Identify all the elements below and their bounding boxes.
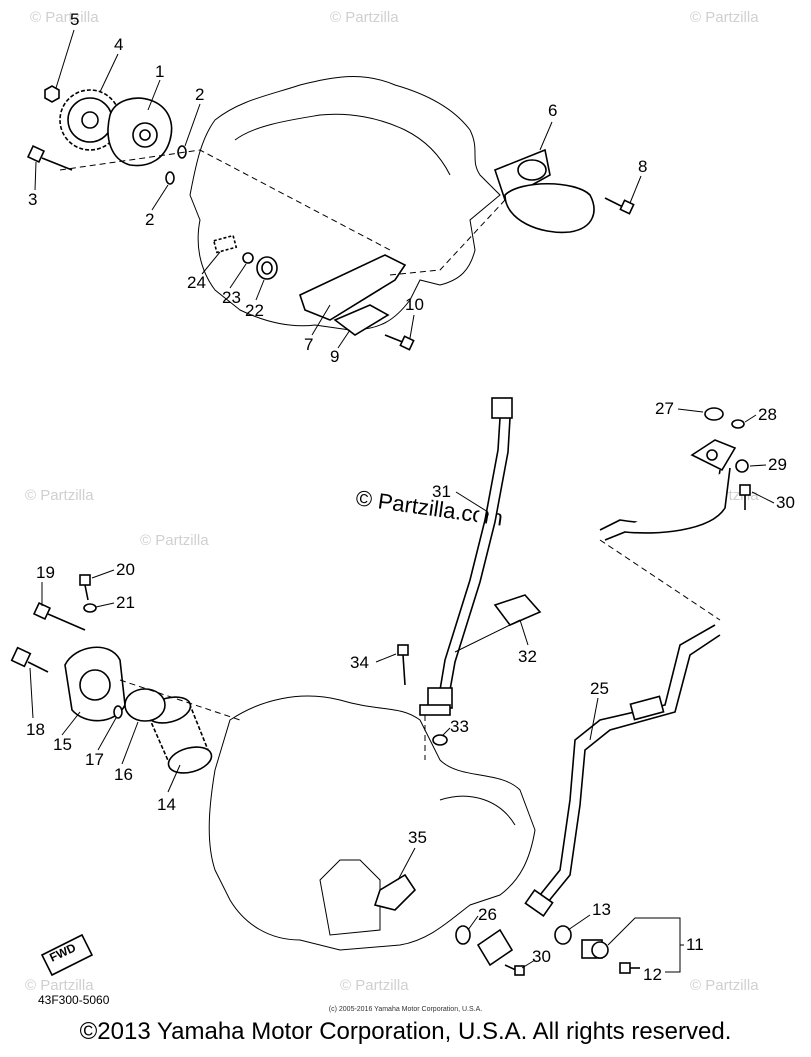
guide-line bbox=[599, 539, 721, 621]
callout-label: 34 bbox=[350, 653, 369, 672]
callout-label: 3 bbox=[28, 190, 37, 209]
bolt bbox=[619, 962, 640, 974]
callouts: 1 2 2 3 4 5 6 7 8 9 10 11 12 13 14 15 16… bbox=[26, 10, 795, 984]
oil-strainer bbox=[494, 148, 595, 234]
callout-label: 2 bbox=[195, 85, 204, 104]
o-ring bbox=[177, 145, 187, 159]
callout-label: 11 bbox=[686, 935, 704, 954]
o-ring bbox=[432, 734, 448, 746]
gasket bbox=[493, 594, 542, 626]
callout-label: 19 bbox=[36, 563, 55, 582]
oil-pipe bbox=[524, 624, 721, 917]
bolt bbox=[739, 484, 751, 510]
callout-label: 12 bbox=[643, 965, 662, 984]
callout-label: 22 bbox=[245, 301, 264, 320]
watermark: © Partzilla bbox=[690, 9, 759, 26]
callout-label: 31 bbox=[432, 482, 451, 501]
watermark: © Partzilla bbox=[25, 977, 94, 994]
pipe-flange bbox=[599, 439, 737, 541]
o-ring bbox=[113, 705, 123, 719]
union-bolt bbox=[581, 939, 609, 959]
fwd-badge: FWD bbox=[40, 933, 94, 977]
bolt bbox=[32, 601, 86, 631]
guide-line bbox=[389, 199, 506, 276]
callout-label: 7 bbox=[304, 335, 313, 354]
pipe-flange bbox=[476, 928, 514, 967]
bolt bbox=[26, 144, 73, 171]
bolt bbox=[79, 574, 91, 601]
callout-label: 6 bbox=[548, 101, 557, 120]
callout-label: 5 bbox=[70, 10, 79, 29]
plate bbox=[299, 254, 407, 321]
callout-label: 2 bbox=[145, 210, 154, 229]
crankcase-rib bbox=[439, 795, 516, 826]
callout-label: 1 bbox=[155, 62, 164, 81]
engine-case-top bbox=[189, 76, 501, 331]
bolt bbox=[397, 644, 409, 686]
callout-label: 15 bbox=[53, 735, 72, 754]
watermarks: © Partzilla © Partzilla © Partzilla © Pa… bbox=[25, 9, 759, 994]
copyright-notice: ©2013 Yamaha Motor Corporation, U.S.A. A… bbox=[79, 1018, 732, 1045]
o-ring bbox=[731, 419, 745, 429]
o-ring bbox=[165, 171, 175, 185]
oil-pump-gear bbox=[59, 89, 121, 151]
callout-label: 33 bbox=[450, 717, 469, 736]
part-code: 43F300-5060 bbox=[38, 993, 110, 1007]
watermark: © Partzilla bbox=[140, 532, 209, 549]
callout-label: 35 bbox=[408, 828, 427, 847]
guide-line bbox=[59, 149, 391, 251]
guide-line bbox=[119, 679, 241, 721]
callout-label: 26 bbox=[478, 905, 497, 924]
bolt bbox=[384, 334, 415, 351]
crankcase bbox=[208, 695, 536, 951]
o-ring bbox=[704, 407, 724, 421]
washer bbox=[735, 459, 749, 473]
callout-label: 9 bbox=[330, 347, 339, 366]
watermark: © Partzilla bbox=[340, 977, 409, 994]
callout-label: 32 bbox=[518, 647, 537, 666]
oil-filter-cover bbox=[64, 646, 126, 722]
callout-label: 30 bbox=[776, 493, 795, 512]
washer bbox=[83, 603, 97, 613]
plug bbox=[256, 256, 278, 280]
callout-label: 20 bbox=[116, 560, 135, 579]
callout-label: 4 bbox=[114, 35, 123, 54]
watermark: © Partzilla bbox=[330, 9, 399, 26]
callout-label: 13 bbox=[592, 900, 611, 919]
gasket bbox=[455, 925, 471, 945]
spring bbox=[212, 234, 238, 254]
callout-label: 21 bbox=[116, 593, 135, 612]
callout-label: 30 bbox=[532, 947, 551, 966]
bolt bbox=[504, 964, 525, 976]
small-copyright: (c) 2005-2016 Yamaha Motor Corporation, … bbox=[328, 1006, 483, 1013]
callout-label: 10 bbox=[405, 295, 424, 314]
bolt bbox=[604, 197, 635, 215]
watermark: © Partzilla bbox=[25, 487, 94, 504]
callout-label: 27 bbox=[655, 399, 674, 418]
callout-label: 29 bbox=[768, 455, 787, 474]
bolt bbox=[10, 646, 49, 673]
nut bbox=[44, 85, 60, 103]
ball bbox=[242, 252, 254, 264]
callout-label: 24 bbox=[187, 273, 206, 292]
callout-label: 28 bbox=[758, 405, 777, 424]
oil-pump-body bbox=[107, 97, 173, 167]
callout-label: 8 bbox=[638, 157, 647, 176]
oil-delivery-pipe bbox=[419, 397, 513, 716]
callout-label: 16 bbox=[114, 765, 133, 784]
callout-label: 23 bbox=[222, 288, 241, 307]
gasket bbox=[333, 304, 390, 336]
washer bbox=[554, 925, 572, 945]
crankcase-rib bbox=[319, 859, 381, 936]
watermark: © Partzilla bbox=[690, 977, 759, 994]
callout-label: 14 bbox=[157, 795, 176, 814]
watermark: © Partzilla bbox=[30, 9, 99, 26]
callout-label: 25 bbox=[590, 679, 609, 698]
callout-label: 18 bbox=[26, 720, 45, 739]
engine-case-inner bbox=[234, 113, 451, 176]
callout-label: 17 bbox=[85, 750, 104, 769]
oil-block bbox=[373, 873, 417, 911]
o-ring bbox=[124, 688, 166, 722]
